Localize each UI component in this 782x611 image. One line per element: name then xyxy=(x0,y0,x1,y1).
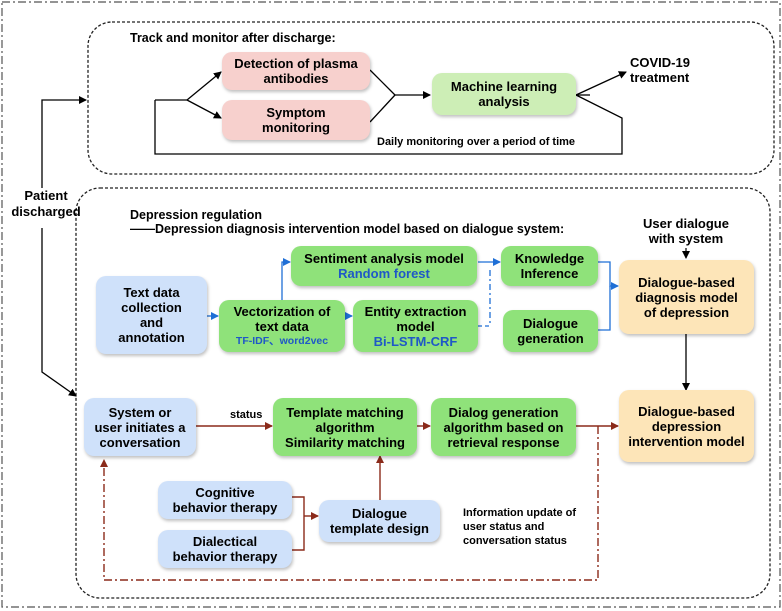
text-data-line1: Text data xyxy=(123,285,180,300)
cbt-line2: behavior therapy xyxy=(172,500,278,515)
dialogue-generation-node: Dialogue generation xyxy=(503,310,598,352)
design-line1: Dialogue xyxy=(352,506,407,521)
text-data-line4: annotation xyxy=(118,330,185,345)
plasma-antibodies-node: Detection of plasma antibodies xyxy=(222,52,370,90)
system-line3: conversation xyxy=(99,434,181,450)
text-data-line3: and xyxy=(139,315,164,330)
text-data-line2: collection xyxy=(121,300,182,315)
text-data-collection-node: Text data collection and annotation xyxy=(96,276,207,354)
info-line2: user status and xyxy=(463,521,545,533)
diagnosis-model-node: Dialogue-based diagnosis model of depres… xyxy=(619,260,754,334)
knowledge-line1: Knowledge xyxy=(514,251,585,266)
patient-line2: discharged xyxy=(11,204,81,219)
knowledge-inference-node: Knowledge Inference xyxy=(501,246,598,286)
entity-line2: model xyxy=(396,318,435,334)
sentiment-line1: Sentiment analysis model xyxy=(304,251,464,266)
info-line1: Information update of xyxy=(463,507,577,519)
dialog-algo-line2: algorithm based on xyxy=(443,419,564,435)
bottom-section-subtitle: ——Depression diagnosis intervention mode… xyxy=(130,222,565,236)
patient-line1: Patient xyxy=(24,188,68,203)
dialectical-therapy-node: Dialectical behavior therapy xyxy=(158,530,292,568)
arrow-patient-to-top xyxy=(41,96,87,188)
symptom-line2: monitoring xyxy=(262,120,330,135)
template-line2: algorithm xyxy=(315,419,375,435)
dbt-line2: behavior therapy xyxy=(172,549,278,564)
intervention-line2: depression xyxy=(651,418,722,434)
entity-extraction-node: Entity extraction model Bi-LSTM-CRF xyxy=(353,300,478,352)
vector-line1: Vectorization of xyxy=(233,303,331,319)
feedback-loop-line xyxy=(100,426,599,581)
system-line2: user initiates a xyxy=(94,419,186,435)
dialog-algorithm-node: Dialog generation algorithm based on ret… xyxy=(431,398,576,456)
cbt-line1: Cognitive xyxy=(195,485,255,500)
intervention-model-node: Dialogue-based depression intervention m… xyxy=(619,390,754,462)
plasma-line1: Detection of plasma xyxy=(234,56,358,71)
vector-line2: text data xyxy=(255,318,309,334)
plasma-line2: antibodies xyxy=(263,71,329,86)
covid-line1: COVID-19 xyxy=(630,55,690,70)
arrow-to-plasma xyxy=(186,71,222,101)
top-section-title: Track and monitor after discharge: xyxy=(130,31,336,45)
user-dialogue-line2: with system xyxy=(648,231,724,246)
arrow-knowledge-to-diag xyxy=(598,261,619,290)
user-dialogue-line1: User dialogue xyxy=(643,216,729,231)
ml-line1: Machine learning xyxy=(450,79,558,94)
user-dialogue-label: User dialogue with system xyxy=(634,216,738,246)
top-section-border xyxy=(87,21,775,175)
intervention-line3: intervention model xyxy=(628,433,745,449)
diag-line2: diagnosis model xyxy=(635,289,738,305)
covid-treatment-label: COVID-19 treatment xyxy=(630,55,690,85)
symptom-line1: Symptom xyxy=(266,105,326,120)
info-line3: conversation status xyxy=(463,535,567,547)
line-cbt-to-merge xyxy=(292,496,305,516)
diag-line3: of depression xyxy=(643,304,730,320)
dialogue-gen-line2: generation xyxy=(517,331,584,346)
information-update-note: Information update of user status and co… xyxy=(463,506,576,548)
diag-line1: Dialogue-based xyxy=(638,274,735,290)
line-dbt-to-merge xyxy=(292,516,305,551)
template-line1: Template matching xyxy=(286,404,404,420)
arrow-patient-to-bottom xyxy=(41,228,77,397)
sentiment-analysis-node: Sentiment analysis model Random forest xyxy=(291,246,477,286)
template-line3: Similarity matching xyxy=(285,434,405,450)
arrow-to-symptom xyxy=(186,99,222,119)
dialogue-template-design-node: Dialogue template design xyxy=(319,500,440,542)
knowledge-line2: Inference xyxy=(520,266,579,281)
system-initiates-node: System or user initiates a conversation xyxy=(84,398,196,456)
symptom-monitoring-node: Symptom monitoring xyxy=(222,100,370,140)
line-plasma-merge xyxy=(369,69,396,96)
line-symptom-merge xyxy=(369,94,396,123)
dialog-algo-line3: retrieval response xyxy=(447,434,560,450)
dialog-algo-line1: Dialog generation xyxy=(448,404,559,420)
intervention-line1: Dialogue-based xyxy=(638,403,735,419)
dbt-line1: Dialectical xyxy=(192,534,258,549)
arrow-dialogue-to-diag xyxy=(598,286,611,331)
vector-sub: TF-IDF、word2vec xyxy=(235,334,329,347)
arrow-vector-to-sentiment xyxy=(281,258,291,300)
entity-line1: Entity extraction xyxy=(364,303,467,319)
sentiment-sub: Random forest xyxy=(338,266,430,281)
vectorization-node: Vectorization of text data TF-IDF、word2v… xyxy=(219,300,345,352)
arrow-to-covid xyxy=(575,71,627,96)
system-line1: System or xyxy=(108,404,172,420)
design-line2: template design xyxy=(330,521,429,536)
template-matching-node: Template matching algorithm Similarity m… xyxy=(273,398,417,456)
machine-learning-node: Machine learning analysis xyxy=(432,73,576,115)
covid-line2: treatment xyxy=(630,70,690,85)
patient-discharged-label: Patient discharged xyxy=(6,188,86,220)
daily-loop-line xyxy=(154,94,623,155)
entity-sub: Bi-LSTM-CRF xyxy=(373,333,458,349)
daily-monitoring-note: Daily monitoring over a period of time xyxy=(377,136,576,148)
cognitive-therapy-node: Cognitive behavior therapy xyxy=(158,481,292,519)
ml-line2: analysis xyxy=(478,94,530,109)
status-label: status xyxy=(230,409,263,421)
dialogue-gen-line1: Dialogue xyxy=(523,316,578,331)
bottom-section-title: Depression regulation xyxy=(130,208,262,222)
